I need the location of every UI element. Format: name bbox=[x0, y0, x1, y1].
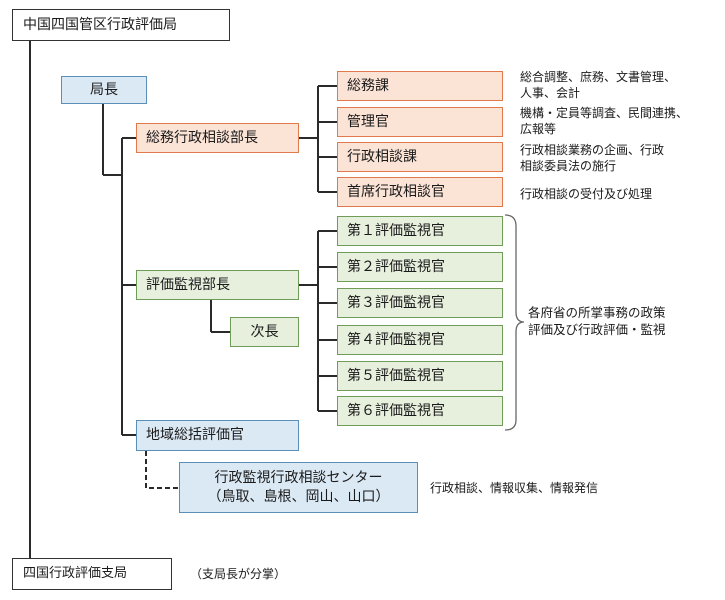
evaluation-head-box: 評価監視部長 bbox=[136, 270, 299, 300]
unit-note-management-officer: 機構・定員等調査、民間連携、 広報等 bbox=[520, 105, 688, 137]
unit-box-management-officer: 管理官 bbox=[337, 107, 503, 137]
note-line: 機構・定員等調査、民間連携、 bbox=[520, 106, 689, 120]
branch-office-label: 四国行政評価支局 bbox=[23, 565, 128, 581]
regional-bureau-title: 中国四国管区行政評価局 bbox=[12, 9, 230, 41]
unit-label: 首席行政相談官 bbox=[347, 183, 445, 200]
note-line: 行政相談の受付及び処理 bbox=[520, 187, 653, 201]
regional-bureau-title-text: 中国四国管区行政評価局 bbox=[23, 16, 177, 33]
unit-box-consultation-section: 行政相談課 bbox=[337, 142, 503, 172]
consultation-center-locations: （鳥取、島根、岡山、山口） bbox=[207, 489, 390, 505]
general-affairs-head-box: 総務行政相談部長 bbox=[136, 123, 299, 153]
regional-evaluator-label: 地域総括評価官 bbox=[146, 427, 244, 444]
consultation-center-name: 行政監視行政相談センター bbox=[214, 469, 383, 486]
note-line: 相談委員法の施行 bbox=[520, 159, 617, 174]
consultation-center-note: 行政相談、情報収集、情報発信 bbox=[430, 480, 598, 496]
note-line: 行政相談業務の企画、行政 bbox=[520, 143, 665, 157]
note-line: 評価及び行政評価・監視 bbox=[528, 321, 666, 337]
director-label: 局長 bbox=[90, 81, 118, 98]
director-box: 局長 bbox=[61, 76, 147, 104]
note-line: 総合調整、庶務、文書管理、 bbox=[520, 70, 677, 84]
evaluation-officer-box-6: 第６評価監視官 bbox=[337, 396, 503, 426]
evaluation-officer-box-1: 第１評価監視官 bbox=[337, 216, 503, 246]
note-line: 各府省の所掌事務の政策 bbox=[528, 305, 666, 320]
note-line: 広報等 bbox=[520, 122, 557, 137]
branch-office-note: （支局長が分掌） bbox=[190, 566, 286, 582]
unit-label: 総務課 bbox=[347, 77, 389, 94]
evaluation-head-label: 評価監視部長 bbox=[146, 276, 230, 293]
evaluation-officer-label: 第１評価監視官 bbox=[347, 222, 445, 239]
unit-label: 管理官 bbox=[347, 113, 389, 130]
unit-label: 行政相談課 bbox=[347, 148, 417, 165]
evaluation-officer-box-2: 第２評価監視官 bbox=[337, 252, 503, 282]
note-line: 行政相談、情報収集、情報発信 bbox=[430, 481, 599, 495]
evaluation-officer-label: 第２評価監視官 bbox=[347, 258, 445, 275]
unit-note-general-affairs-section: 総合調整、庶務、文書管理、 人事、会計 bbox=[520, 69, 676, 101]
general-affairs-head-label: 総務行政相談部長 bbox=[146, 129, 258, 146]
evaluation-officer-label: 第３評価監視官 bbox=[347, 294, 445, 311]
evaluation-officer-label: 第４評価監視官 bbox=[347, 331, 445, 348]
branch-office-box: 四国行政評価支局 bbox=[12, 558, 172, 590]
unit-box-general-affairs-section: 総務課 bbox=[337, 71, 503, 101]
evaluation-officer-box-3: 第３評価監視官 bbox=[337, 288, 503, 318]
evaluation-officer-box-5: 第５評価監視官 bbox=[337, 361, 503, 391]
unit-note-consultation-section: 行政相談業務の企画、行政 相談委員法の施行 bbox=[520, 142, 664, 174]
deputy-label: 次長 bbox=[250, 323, 279, 340]
regional-evaluator-box: 地域総括評価官 bbox=[136, 420, 299, 451]
consultation-center-box: 行政監視行政相談センター （鳥取、島根、岡山、山口） bbox=[179, 462, 418, 513]
evaluation-officer-label: 第５評価監視官 bbox=[347, 367, 445, 384]
note-line: （支局長が分掌） bbox=[190, 567, 287, 581]
evaluation-note: 各府省の所掌事務の政策 評価及び行政評価・監視 bbox=[528, 305, 666, 339]
deputy-box: 次長 bbox=[230, 317, 299, 347]
unit-box-chief-consultation-officer: 首席行政相談官 bbox=[337, 177, 503, 207]
evaluation-officer-box-4: 第４評価監視官 bbox=[337, 325, 503, 355]
evaluation-officer-label: 第６評価監視官 bbox=[347, 402, 445, 419]
unit-note-chief-consultation-officer: 行政相談の受付及び処理 bbox=[520, 186, 652, 202]
note-line: 人事、会計 bbox=[520, 86, 581, 101]
